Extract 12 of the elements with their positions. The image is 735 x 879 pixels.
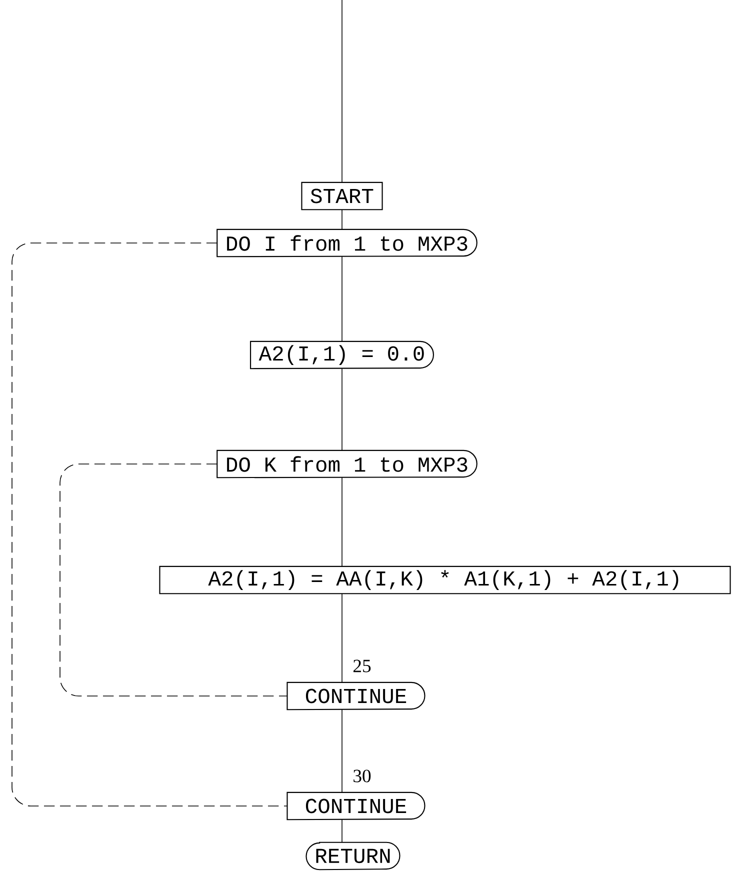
process-box: A2(I,1) = AA(I,K) * A1(K,1) + A2(I,1) [159,566,731,594]
step-number: 25 [353,660,371,672]
terminal-box: RETURN [306,842,400,870]
loop-box: CONTINUE [286,792,426,820]
loop-box: CONTINUE [286,682,426,710]
loop-connector [60,464,288,696]
loop-box: A2(I,1) = 0.0 [250,340,434,370]
loop-connector [12,242,288,806]
step-number: 30 [354,770,371,782]
loop-box: DO K from 1 to MXP3 [216,450,478,478]
loop-box: DO I from 1 to MXP3 [216,228,478,258]
process-box: START [301,182,383,210]
